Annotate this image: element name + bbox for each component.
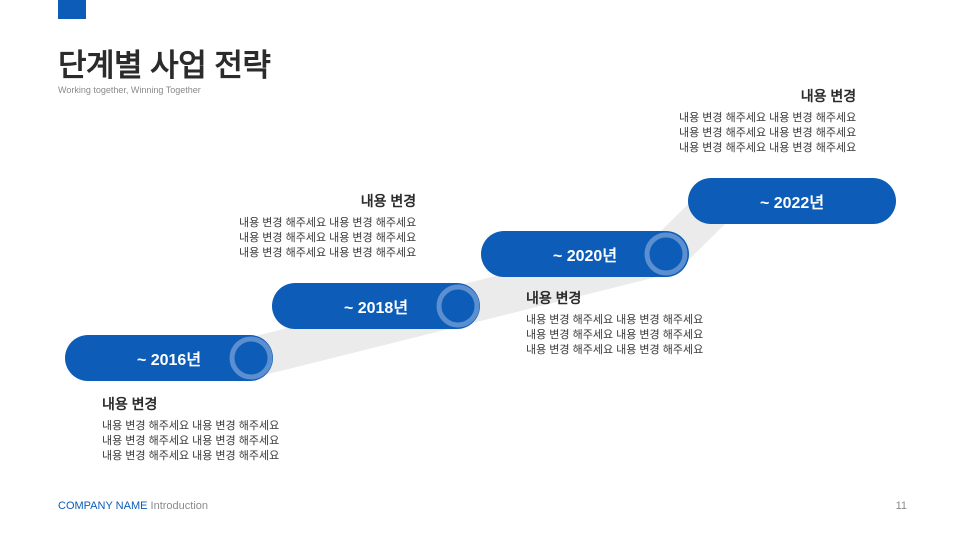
step-text-line: 내용 변경 해주세요 내용 변경 해주세요 xyxy=(239,217,417,229)
ring-icon-3 xyxy=(644,232,688,276)
footer-section: Introduction xyxy=(150,500,208,512)
step-text-line: 내용 변경 해주세요 내용 변경 해주세요 xyxy=(679,142,857,154)
accent-square xyxy=(58,0,86,19)
step-heading: 내용 변경 xyxy=(526,290,582,306)
footer-company: COMPANY NAME Introduction xyxy=(58,500,208,512)
step-pill-2022: ~ 2022년 xyxy=(688,178,896,224)
ring-icon-1 xyxy=(229,336,273,380)
step-description-2022: 내용 변경 내용 변경 해주세요 내용 변경 해주세요 내용 변경 해주세요 내… xyxy=(679,89,856,156)
step-heading: 내용 변경 xyxy=(360,193,417,209)
step-description-2016: 내용 변경 내용 변경 해주세요 내용 변경 해주세요 내용 변경 해주세요 내… xyxy=(102,397,279,464)
step-text-line: 내용 변경 해주세요 내용 변경 해주세요 xyxy=(102,420,280,432)
step-text-line: 내용 변경 해주세요 내용 변경 해주세요 xyxy=(679,112,857,124)
step-text-line: 내용 변경 해주세요 내용 변경 해주세요 xyxy=(526,314,704,326)
ring-icon-2 xyxy=(436,284,480,328)
step-text-line: 내용 변경 해주세요 내용 변경 해주세요 xyxy=(526,329,704,341)
step-text-line: 내용 변경 해주세요 내용 변경 해주세요 xyxy=(679,127,857,139)
step-description-2020: 내용 변경 내용 변경 해주세요 내용 변경 해주세요 내용 변경 해주세요 내… xyxy=(526,291,703,358)
step-text-line: 내용 변경 해주세요 내용 변경 해주세요 xyxy=(526,344,704,356)
page-subtitle: Working together, Winning Together xyxy=(58,85,201,95)
step-heading: 내용 변경 xyxy=(800,88,857,104)
step-text-line: 내용 변경 해주세요 내용 변경 해주세요 xyxy=(239,232,417,244)
page-title: 단계별 사업 전략 xyxy=(58,48,271,83)
company-name: COMPANY NAME xyxy=(58,500,148,512)
step-text-line: 내용 변경 해주세요 내용 변경 해주세요 xyxy=(239,247,417,259)
step-heading: 내용 변경 xyxy=(102,396,158,412)
step-text-line: 내용 변경 해주세요 내용 변경 해주세요 xyxy=(102,450,280,462)
page-number: 11 xyxy=(895,500,907,512)
step-description-2018: 내용 변경 내용 변경 해주세요 내용 변경 해주세요 내용 변경 해주세요 내… xyxy=(239,194,416,261)
step-text-line: 내용 변경 해주세요 내용 변경 해주세요 xyxy=(102,435,280,447)
